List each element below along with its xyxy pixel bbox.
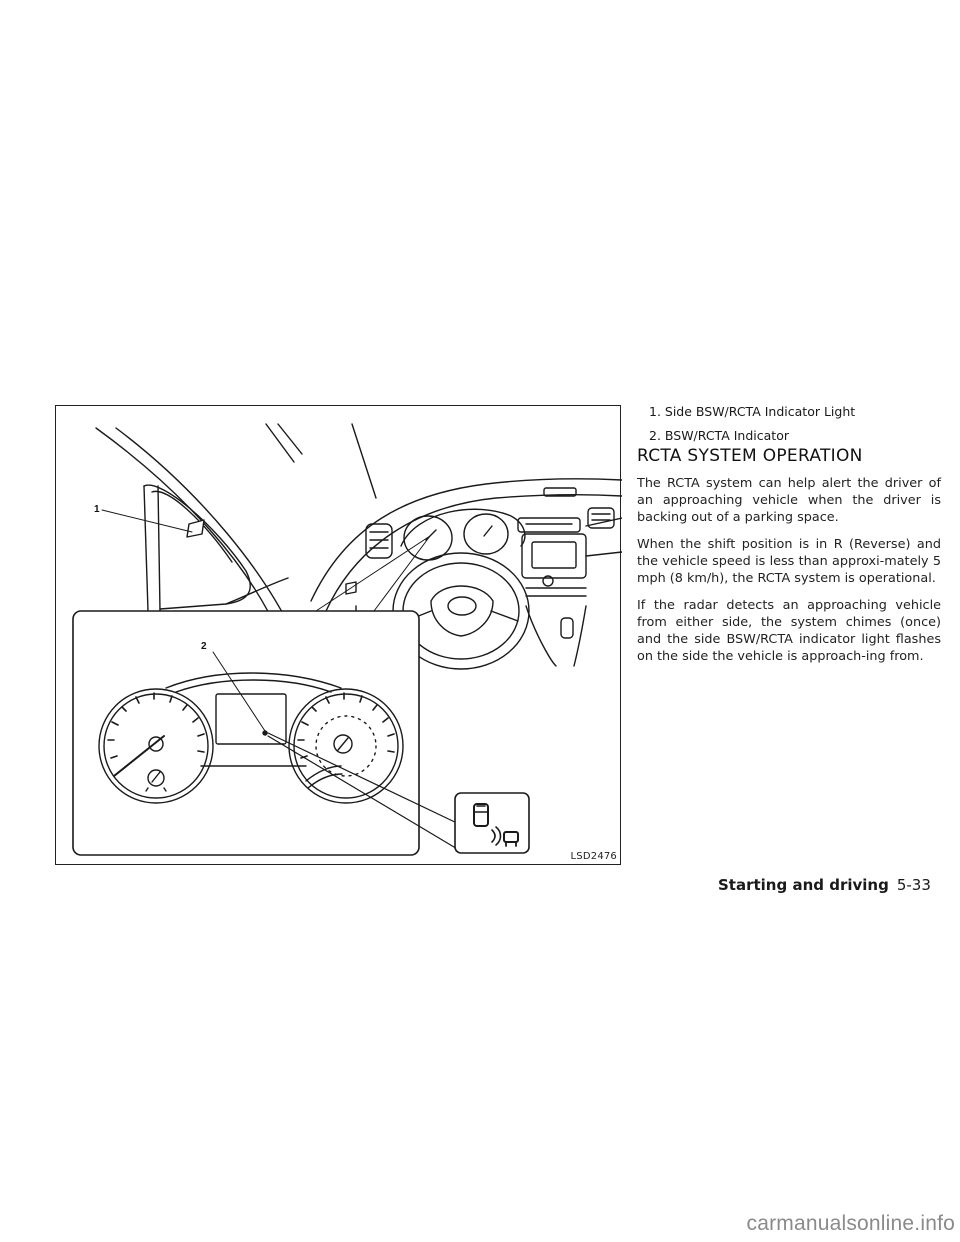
legend-item-1: 1. Side BSW/RCTA Indicator Light	[649, 404, 856, 419]
paragraph-3: If the radar detects an approaching vehi…	[637, 598, 941, 664]
section-content: RCTA SYSTEM OPERATION The RCTA system ca…	[637, 446, 941, 675]
bsw-rcta-indicator-icon	[454, 792, 530, 854]
page-number: 5-33	[896, 876, 931, 894]
callout-2: 2	[201, 641, 207, 652]
section-title: RCTA SYSTEM OPERATION	[637, 446, 863, 466]
watermark: carmanualsonline.info	[746, 1212, 955, 1235]
callout-1: 1	[94, 504, 100, 515]
legend-item-2: 2. BSW/RCTA Indicator	[649, 428, 789, 443]
paragraph-1: The RCTA system can help alert the drive…	[637, 476, 941, 525]
footer-section-name: Starting and driving	[718, 876, 889, 894]
illustration-figure: 1	[55, 405, 622, 865]
figure-code: LSD2476	[570, 851, 617, 862]
side-indicator-light-drawing	[186, 519, 205, 538]
figure-legend: 1. Side BSW/RCTA Indicator Light 2. BSW/…	[649, 404, 949, 452]
inset-frame	[72, 610, 420, 856]
page-footer: Starting and driving 5-33	[718, 876, 931, 894]
dashboard-illustration: 1	[72, 423, 622, 856]
paragraph-2: When the shift position is in R (Reverse…	[637, 537, 941, 586]
instrument-cluster-drawing	[98, 672, 404, 804]
